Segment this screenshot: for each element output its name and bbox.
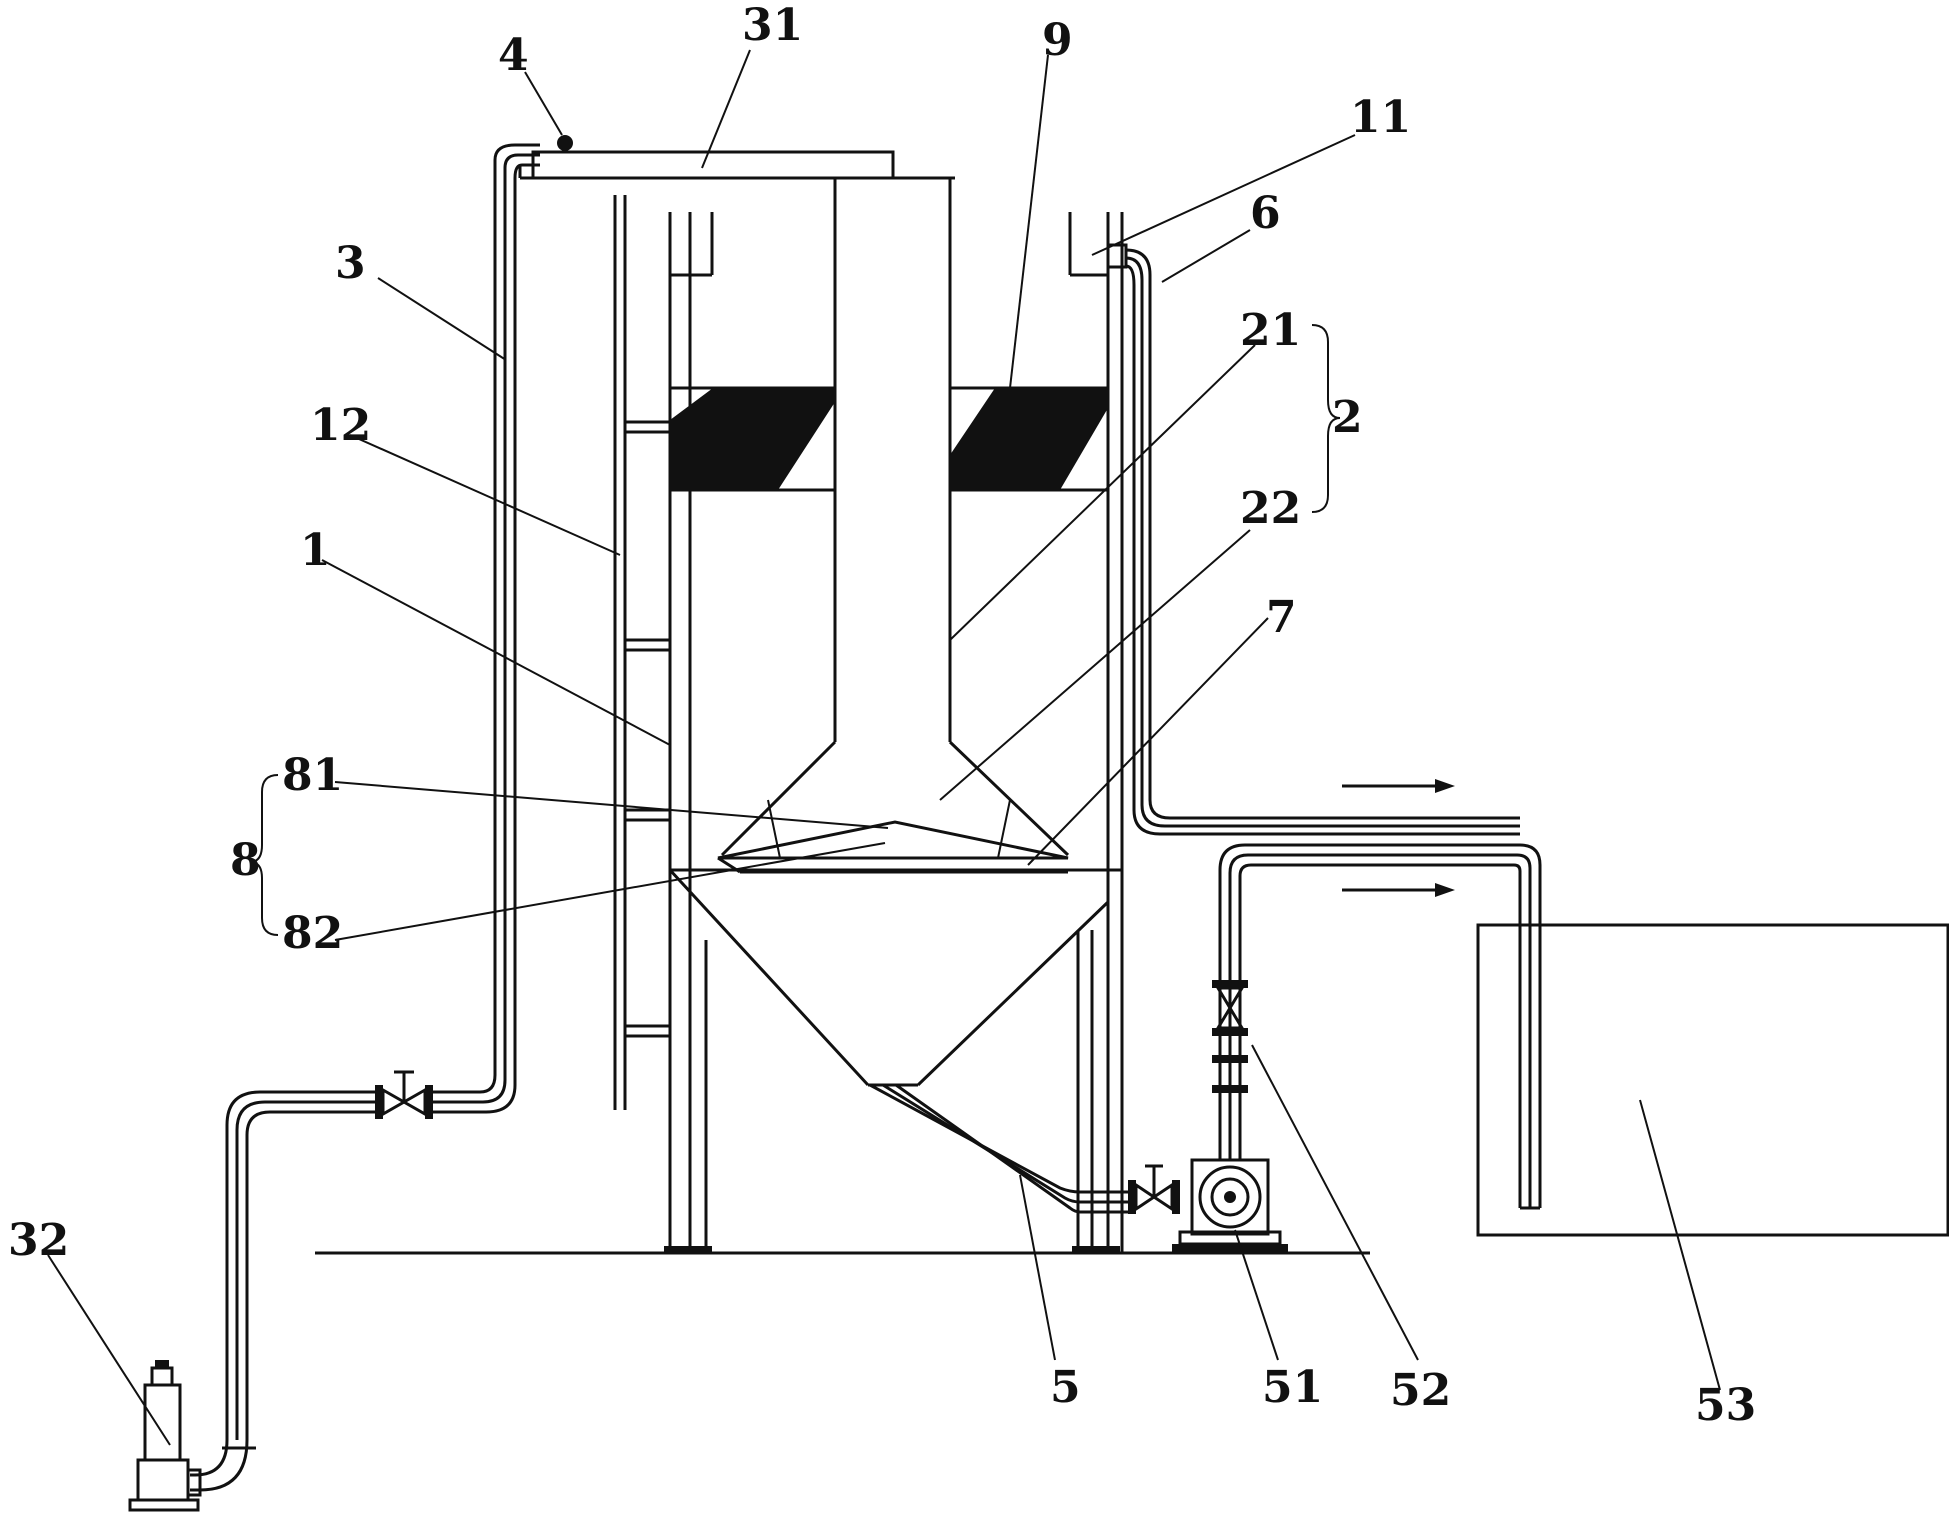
valve-icon	[1212, 980, 1248, 1093]
label-32: 32	[8, 1215, 69, 1266]
label-31: 31	[742, 0, 803, 51]
label-22: 22	[1240, 483, 1301, 534]
label-51: 51	[1262, 1362, 1323, 1413]
brace-8	[249, 774, 279, 936]
label-12: 12	[310, 400, 371, 451]
arrow-right-icon	[1342, 779, 1455, 897]
label-11: 11	[1350, 92, 1411, 143]
label-6: 6	[1250, 188, 1281, 239]
submersible-pump-icon	[128, 1360, 202, 1512]
outlet-pipe	[1106, 243, 1520, 836]
sludge-pipe	[869, 1083, 1130, 1214]
label-2: 2	[1332, 392, 1363, 443]
overflow-trough	[613, 195, 670, 1110]
label-53: 53	[1695, 1380, 1756, 1431]
top-nozzle	[557, 135, 573, 151]
label-5: 5	[1050, 1362, 1081, 1413]
filter-layer	[670, 386, 1108, 492]
leader-lines	[47, 49, 1721, 1446]
label-4: 4	[498, 30, 529, 81]
label-82: 82	[282, 908, 343, 959]
valve-icon	[1128, 1164, 1180, 1214]
label-7: 7	[1266, 592, 1297, 643]
label-8: 8	[230, 835, 261, 886]
label-3: 3	[335, 238, 366, 289]
inlet-pipe	[190, 143, 540, 1492]
label-9: 9	[1042, 15, 1073, 66]
label-1: 1	[300, 525, 331, 576]
collection-tank	[1476, 923, 1949, 1237]
valve-icon	[375, 1070, 433, 1119]
label-81: 81	[282, 750, 343, 801]
brace-2	[1311, 324, 1341, 513]
label-21: 21	[1240, 305, 1301, 356]
inner-weir	[668, 212, 1108, 277]
central-tube	[720, 178, 1070, 857]
distributor	[717, 799, 1069, 874]
tank-body	[518, 165, 1124, 1254]
pump-icon	[1172, 1158, 1288, 1254]
top-cover	[531, 150, 895, 180]
discharge-pipe	[1218, 843, 1542, 1210]
label-52: 52	[1390, 1365, 1451, 1416]
